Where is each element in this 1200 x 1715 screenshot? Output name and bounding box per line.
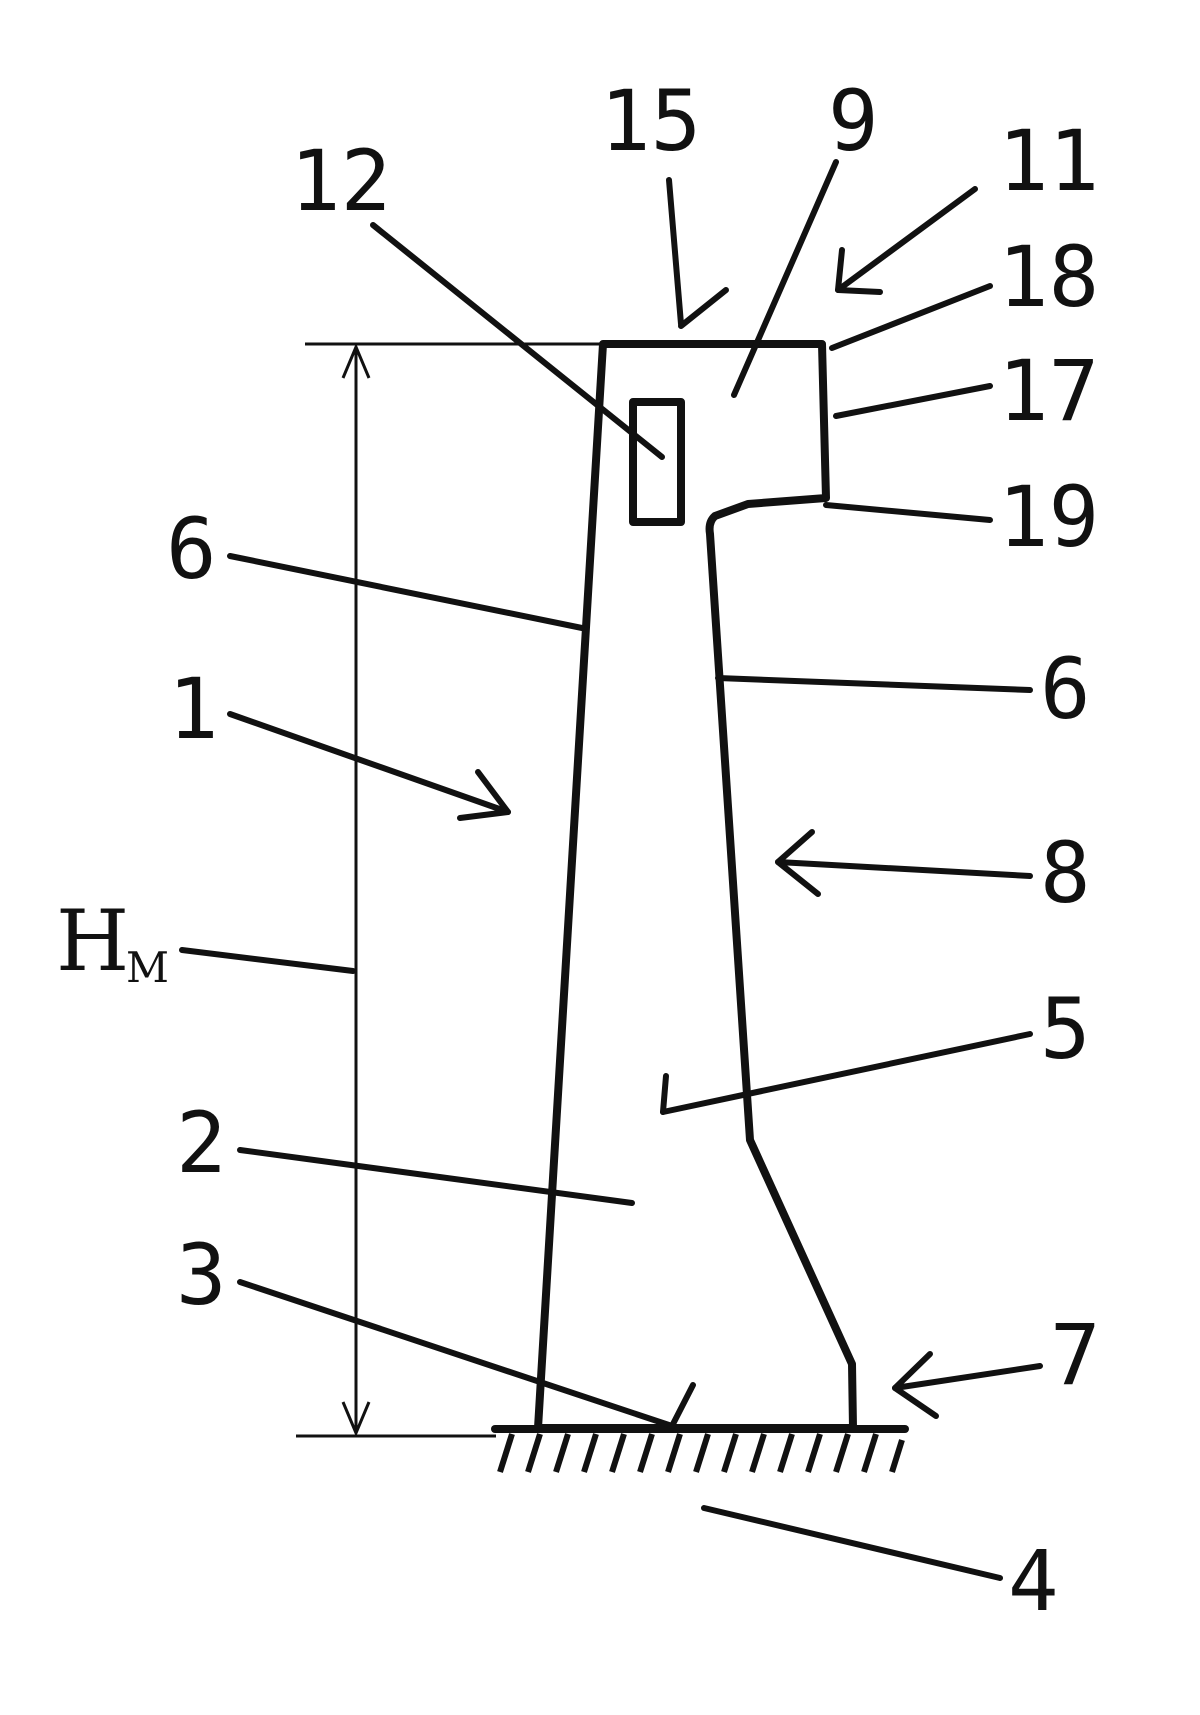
leader-6-right (715, 675, 1033, 693)
leader-15-tick (678, 287, 729, 329)
element-12-rect (629, 398, 685, 526)
leader-6-left (227, 553, 585, 631)
leader-2 (237, 1147, 635, 1206)
leader-5 (660, 1031, 1033, 1115)
leader-11-head (835, 247, 883, 295)
label-17: 17 (998, 342, 1099, 440)
leader-H (179, 947, 356, 974)
leader-1-shaft (227, 711, 511, 815)
label-9: 9 (828, 72, 879, 170)
label-15: 15 (600, 72, 701, 170)
leader-5-tick (660, 1073, 669, 1115)
label-8: 8 (1040, 824, 1091, 922)
label-3: 3 (176, 1226, 227, 1324)
label-18: 18 (998, 228, 1099, 326)
label-2: 2 (176, 1094, 227, 1192)
leader-4 (701, 1505, 1003, 1581)
height-dimension (296, 342, 600, 1438)
leader-11-shaft (835, 186, 978, 293)
label-6-right: 6 (1040, 640, 1091, 738)
label-7: 7 (1050, 1306, 1101, 1404)
leader-18 (829, 283, 993, 351)
leader-12 (370, 222, 665, 460)
leader-7-head (892, 1351, 939, 1419)
label-6-left: 6 (166, 500, 217, 598)
label-19: 19 (998, 468, 1099, 566)
leader-19 (823, 502, 993, 523)
leader-15 (666, 177, 684, 327)
leader-7-shaft (892, 1363, 1043, 1391)
label-11: 11 (998, 112, 1099, 210)
label-1: 1 (168, 660, 219, 758)
leader-17 (833, 383, 993, 419)
leader-9 (731, 159, 839, 398)
leader-3-tick (669, 1382, 696, 1429)
leader-8-shaft (775, 859, 1033, 879)
label-5: 5 (1040, 980, 1091, 1078)
body-outline (534, 340, 857, 1432)
leader-8-head (775, 829, 821, 897)
leader-1-head (457, 769, 511, 821)
label-12: 12 (290, 132, 391, 230)
label-H-subscript: M (126, 943, 169, 992)
leader-3 (237, 1279, 675, 1429)
label-H: H (56, 892, 129, 990)
label-4: 4 (1008, 1532, 1059, 1630)
ground-hatching (497, 1433, 905, 1473)
